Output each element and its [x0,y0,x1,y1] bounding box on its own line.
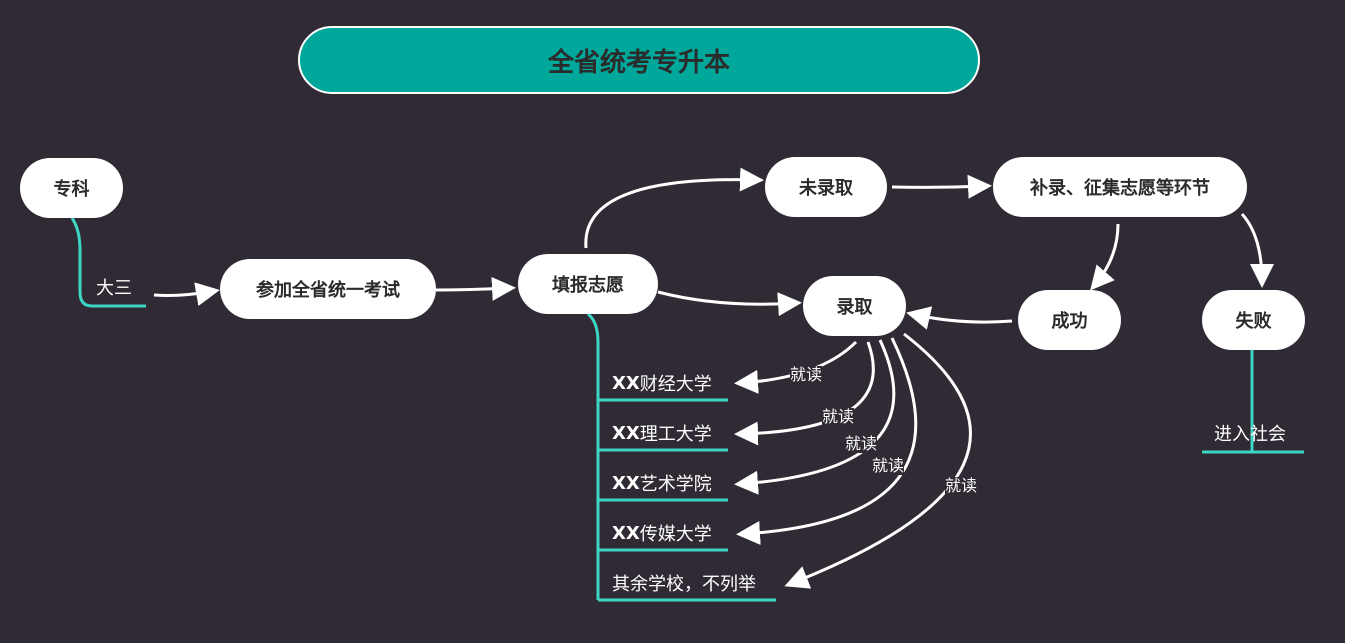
label-dasan: 大三 [96,278,132,299]
node-success: 成功 [1018,290,1121,350]
arrow-fill-notadmitted [584,167,764,249]
arrow-fill-admitted [657,290,802,317]
node-exam: 参加全省统一考试 [220,259,436,319]
school-prefix: XX [612,422,640,444]
arrow-exam-fill [435,276,516,301]
school-name: 艺术学院 [639,474,712,495]
arrow-admitted-school-4 [736,337,918,545]
school-prefix: XX [612,472,640,494]
edge-label-study: 就读 [822,407,855,426]
school-name: 财经大学 [639,374,712,395]
node-admitted: 录取 [803,276,906,336]
school-name: 其余学校，不列举 [612,574,756,595]
school-prefix: XX [612,522,640,544]
school-name: 传媒大学 [639,524,712,545]
edge-label-study: 就读 [790,365,823,384]
label-society: 进入社会 [1214,424,1286,445]
arrow-dasan-exam [153,282,220,306]
node-not-admitted: 未录取 [765,157,887,217]
teal-brackets [70,217,1304,602]
node-fill: 填报志愿 [518,254,658,314]
bracket-zhuanke-dasan [70,217,146,308]
school-name: 理工大学 [639,424,712,445]
school-prefix: XX [612,372,640,394]
arrow-admitted-school-3 [734,339,896,495]
node-zhuanke: 专科 [20,158,123,218]
arrow-success-admitted [906,306,1013,330]
bracket-fill-schools [586,312,600,600]
arrow-admitted-school-5 [784,332,972,589]
page-title: 全省统考专升本 [298,26,980,94]
node-supplement: 补录、征集志愿等环节 [993,157,1247,217]
arrow-supplement-success [1090,223,1120,291]
edge-label-study: 就读 [845,434,878,453]
edge-label-study: 就读 [945,476,978,495]
edge-label-study: 就读 [872,456,905,475]
school-item: 其余学校，不列举 [612,570,756,596]
arrow-notadmitted-supplement [891,174,992,199]
arrow-supplement-fail [1240,212,1274,288]
node-fail: 失败 [1202,290,1305,350]
